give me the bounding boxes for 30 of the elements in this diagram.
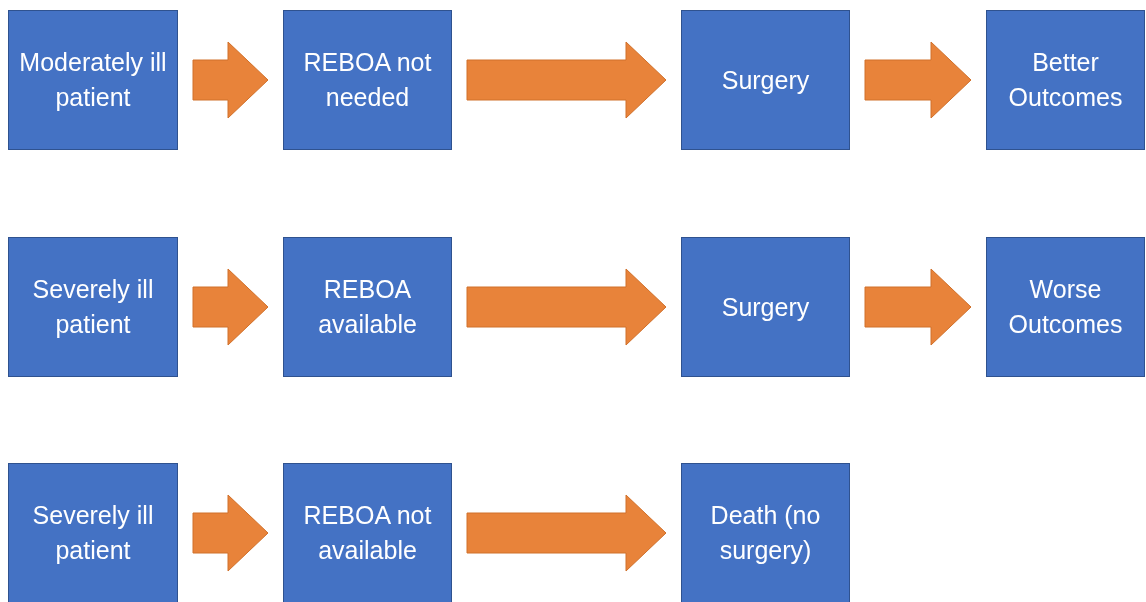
process-box xyxy=(283,237,452,377)
block-arrow xyxy=(192,494,269,572)
block-arrow xyxy=(466,268,667,346)
process-box xyxy=(986,10,1145,150)
box-label: Moderately ill patient xyxy=(18,47,168,113)
block-arrow xyxy=(192,41,269,119)
box-label: Better Outcomes xyxy=(1007,47,1124,113)
box-label: REBOA available xyxy=(317,274,418,340)
process-box xyxy=(681,463,850,602)
box-label: Death (no surgery) xyxy=(709,500,822,566)
block-arrow xyxy=(864,41,972,119)
box-label: Surgery xyxy=(720,64,811,96)
box-label: REBOA not available xyxy=(302,500,433,566)
block-arrow xyxy=(466,494,667,572)
box-label: REBOA not needed xyxy=(302,47,433,113)
process-box xyxy=(8,10,178,150)
process-box xyxy=(681,237,850,377)
box-label: Worse Outcomes xyxy=(1007,274,1124,340)
block-arrow xyxy=(192,268,269,346)
block-arrow xyxy=(466,41,667,119)
process-box xyxy=(8,237,178,377)
process-box xyxy=(986,237,1145,377)
box-label: Severely ill patient xyxy=(31,274,155,340)
box-label: Surgery xyxy=(720,291,811,323)
block-arrow xyxy=(864,268,972,346)
process-box xyxy=(8,463,178,602)
process-box xyxy=(283,10,452,150)
process-box xyxy=(681,10,850,150)
box-label: Severely ill patient xyxy=(31,500,155,566)
process-box xyxy=(283,463,452,602)
